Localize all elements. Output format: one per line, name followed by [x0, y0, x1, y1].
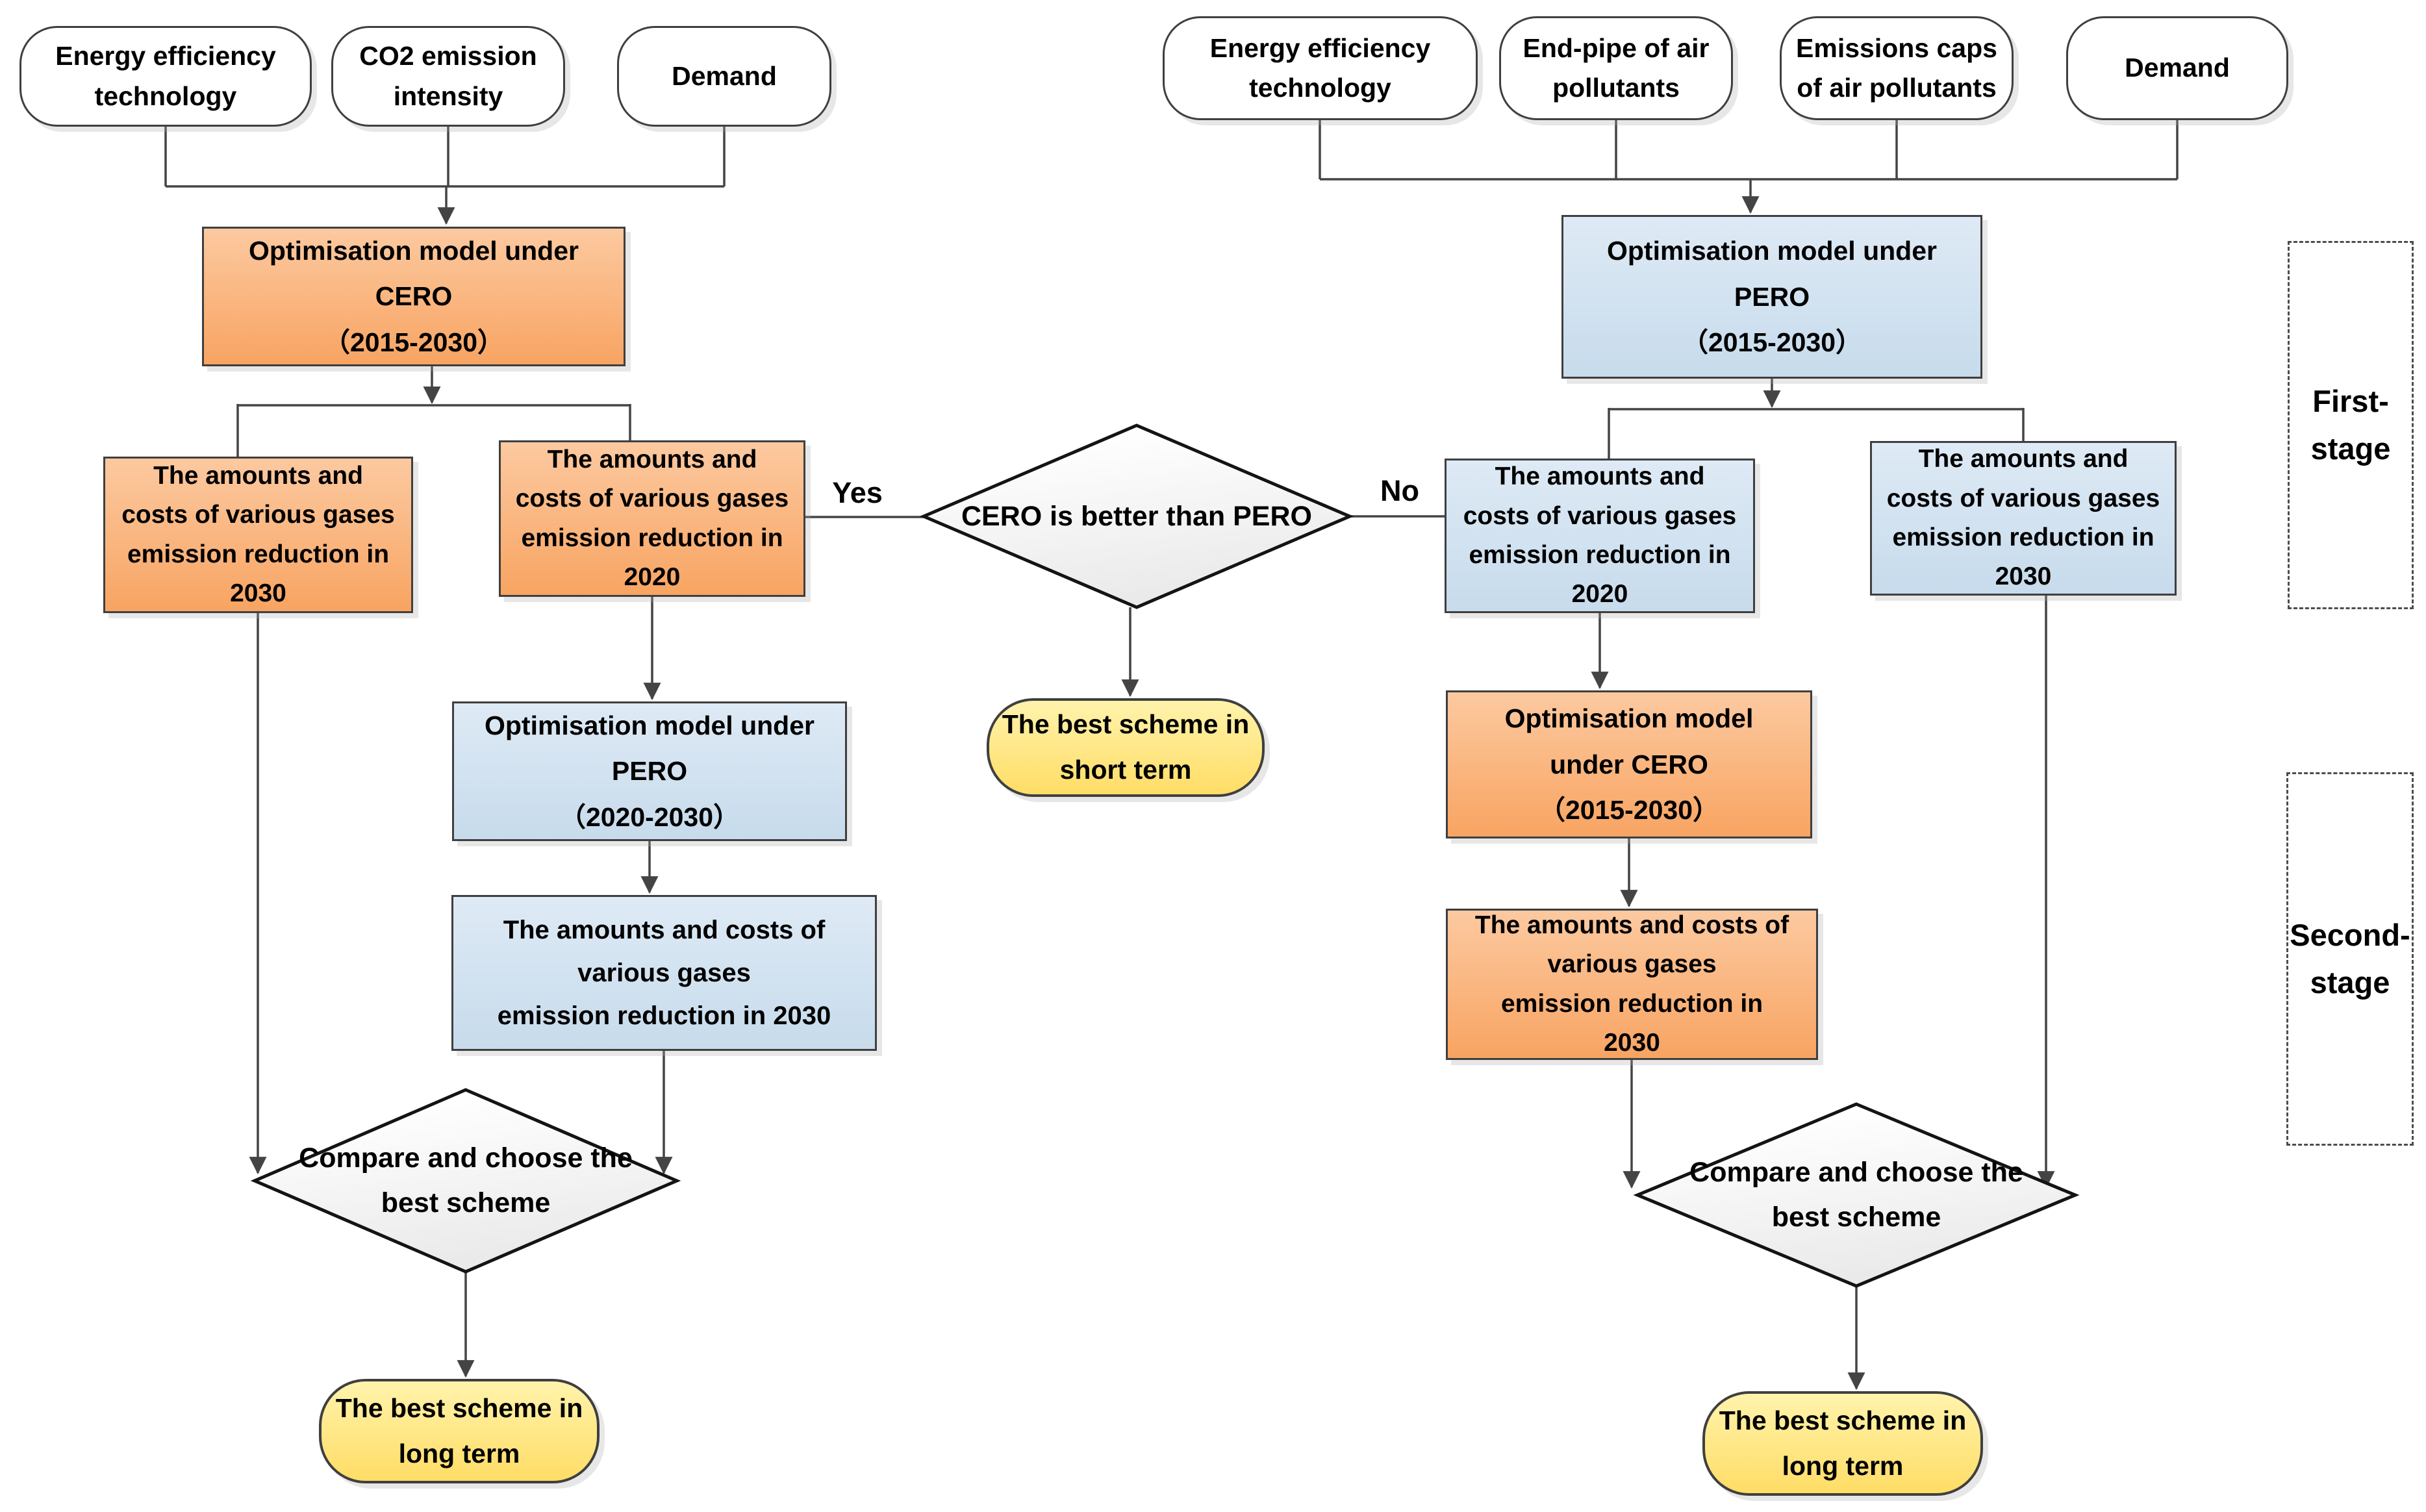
decision-diamond-left	[250, 1088, 681, 1274]
input-energy-efficiency-left: Energy efficiency technology	[19, 26, 312, 127]
decision-cero-better-than-pero-label: CERO is better than PERO	[961, 500, 1312, 532]
input-demand-right: Demand	[2066, 16, 2288, 120]
input-co2-emission-intensity: CO2 emission intensity	[331, 26, 565, 127]
edge-label-no: No	[1380, 473, 1419, 507]
process-optimisation-cero-first-stage: Optimisation model under CERO （2015-2030…	[202, 227, 625, 366]
decision-diamond-right	[1633, 1102, 2080, 1288]
result-pero-second-2030: The amounts and costs of various gases e…	[451, 895, 877, 1051]
result-pero-2020: The amounts and costs of various gases e…	[1445, 459, 1755, 613]
terminal-best-scheme-long-term-left: The best scheme in long term	[319, 1379, 600, 1483]
process-optimisation-cero-second-stage: Optimisation model under CERO （2015-2030…	[1446, 690, 1812, 838]
process-optimisation-pero-first-stage: Optimisation model under PERO （2015-2030…	[1561, 215, 1982, 379]
decision-diamond-mid	[919, 423, 1354, 609]
terminal-best-scheme-long-term-right: The best scheme in long term	[1702, 1391, 1983, 1496]
process-optimisation-pero-second-stage: Optimisation model under PERO （2020-2030…	[452, 701, 847, 841]
result-cero-second-2030: The amounts and costs of various gases e…	[1446, 909, 1818, 1060]
result-cero-2020: The amounts and costs of various gases e…	[499, 440, 805, 597]
input-energy-efficiency-right: Energy efficiency technology	[1163, 16, 1478, 120]
result-cero-2030: The amounts and costs of various gases e…	[103, 457, 413, 613]
edge-label-yes: Yes	[832, 475, 883, 509]
input-demand-left: Demand	[617, 26, 831, 127]
annotation-first-stage: First- stage	[2288, 241, 2414, 609]
decision-compare-right-label: Compare and choose the best scheme	[1689, 1157, 2023, 1233]
annotation-second-stage: Second- stage	[2286, 772, 2414, 1146]
terminal-best-scheme-short-term: The best scheme in short term	[987, 698, 1265, 797]
input-emissions-caps-air-pollutants: Emissions caps of air pollutants	[1780, 16, 2014, 120]
decision-compare-left-label: Compare and choose the best scheme	[299, 1142, 633, 1218]
result-pero-2030: The amounts and costs of various gases e…	[1870, 441, 2177, 596]
input-end-pipe-air-pollutants: End-pipe of air pollutants	[1499, 16, 1733, 120]
